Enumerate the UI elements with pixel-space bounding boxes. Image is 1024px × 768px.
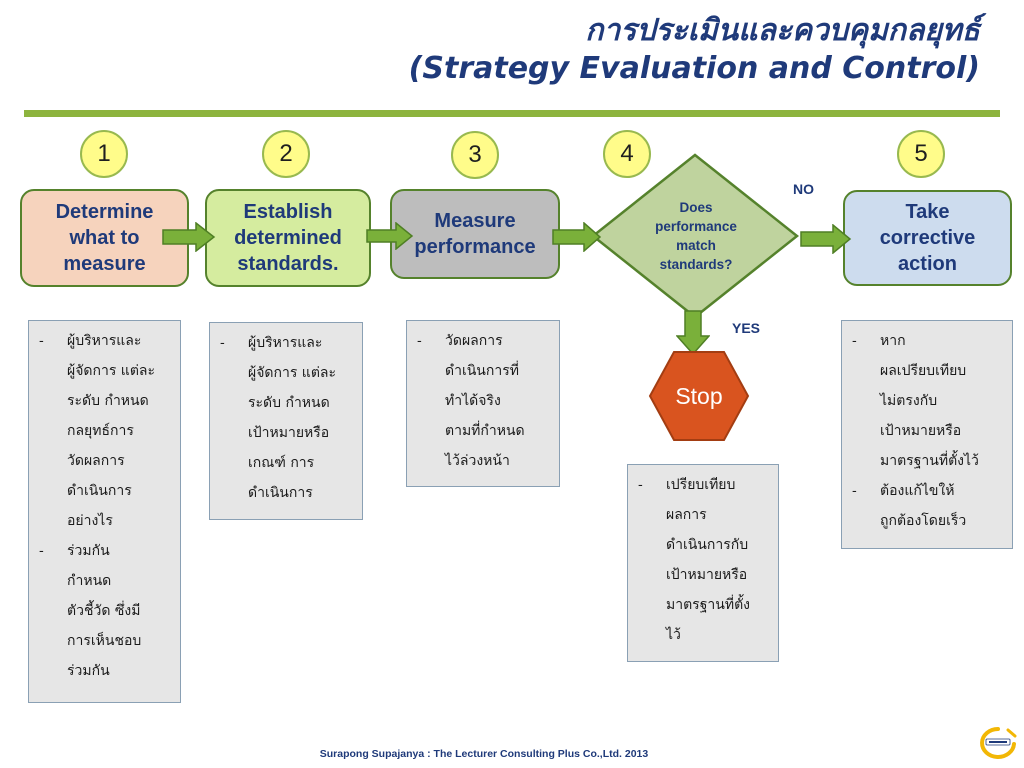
note-step-3: - วัดผลการ ดำเนินการที่ ทำได้จริง ตามที่… (406, 320, 560, 487)
stop-shape (648, 351, 750, 441)
note-bullet: - หาก ผลเปรียบเทียบ ไม่ตรงกับ เป้าหมายหร… (852, 333, 979, 469)
step-number-3: 3 (451, 131, 499, 179)
step-measure-label: Measure performance (414, 210, 536, 258)
arrow-yes-branch-icon (676, 310, 710, 356)
note-step-4: - เปรียบเทียบ ผลการ ดำเนินการกับ เป้าหมา… (627, 464, 779, 662)
note-step-5: - หาก ผลเปรียบเทียบ ไม่ตรงกับ เป้าหมายหร… (841, 320, 1013, 549)
step-corrective-action: Take corrective action (843, 190, 1012, 286)
note-bullet: - ผู้บริหารและ ผู้จัดการ แต่ละ ระดับ กำห… (39, 333, 156, 529)
arrow-no-branch-icon (800, 224, 852, 254)
title-english: (Strategy Evaluation and Control) (408, 51, 980, 86)
step-determine-label: Determine what to measure (55, 201, 154, 275)
note-bullet: - เปรียบเทียบ ผลการ ดำเนินการกับ เป้าหมา… (638, 477, 751, 643)
note-bullet: - ต้องแก้ไขให้ ถูกต้องโดยเร็ว (852, 483, 967, 529)
footer-credit: Surapong Supajanya : The Lecturer Consul… (319, 748, 649, 760)
title-divider (24, 110, 1000, 117)
decision-question: Does performance match standards? (655, 200, 737, 272)
arrow-right-icon (552, 222, 602, 252)
step-number-2: 2 (262, 130, 310, 178)
yes-label: YES (732, 320, 761, 336)
arrow-right-icon (162, 222, 216, 252)
note-step-2: - ผู้บริหารและ ผู้จัดการ แต่ละ ระดับ กำห… (209, 322, 363, 520)
slide-title: การประเมินและควบคุมกลยุทธ์ (Strategy Eva… (409, 12, 980, 88)
stop-label: Stop (675, 382, 723, 409)
title-thai: การประเมินและควบคุมกลยุทธ์ (585, 13, 980, 48)
note-bullet: - ผู้บริหารและ ผู้จัดการ แต่ละ ระดับ กำห… (220, 335, 337, 501)
company-logo-icon (980, 727, 1017, 759)
step-number-4: 4 (603, 130, 651, 178)
step-establish-label: Establish determined standards. (234, 201, 342, 275)
arrow-right-icon (366, 222, 414, 250)
step-determine-measure: Determine what to measure (20, 189, 189, 287)
note-bullet: - วัดผลการ ดำเนินการที่ ทำได้จริง ตามที่… (417, 333, 525, 469)
step-corrective-label: Take corrective action (879, 201, 976, 275)
step-number-5: 5 (897, 130, 945, 178)
step-number-1: 1 (80, 130, 128, 178)
no-label: NO (793, 181, 814, 197)
step-establish-standards: Establish determined standards. (205, 189, 371, 287)
step-measure-performance: Measure performance (390, 189, 560, 279)
note-step-1: - ผู้บริหารและ ผู้จัดการ แต่ละ ระดับ กำห… (28, 320, 181, 703)
note-bullet: - ร่วมกัน กำหนด ตัวชี้วัด ซึ่งมี การเห็น… (39, 543, 142, 679)
